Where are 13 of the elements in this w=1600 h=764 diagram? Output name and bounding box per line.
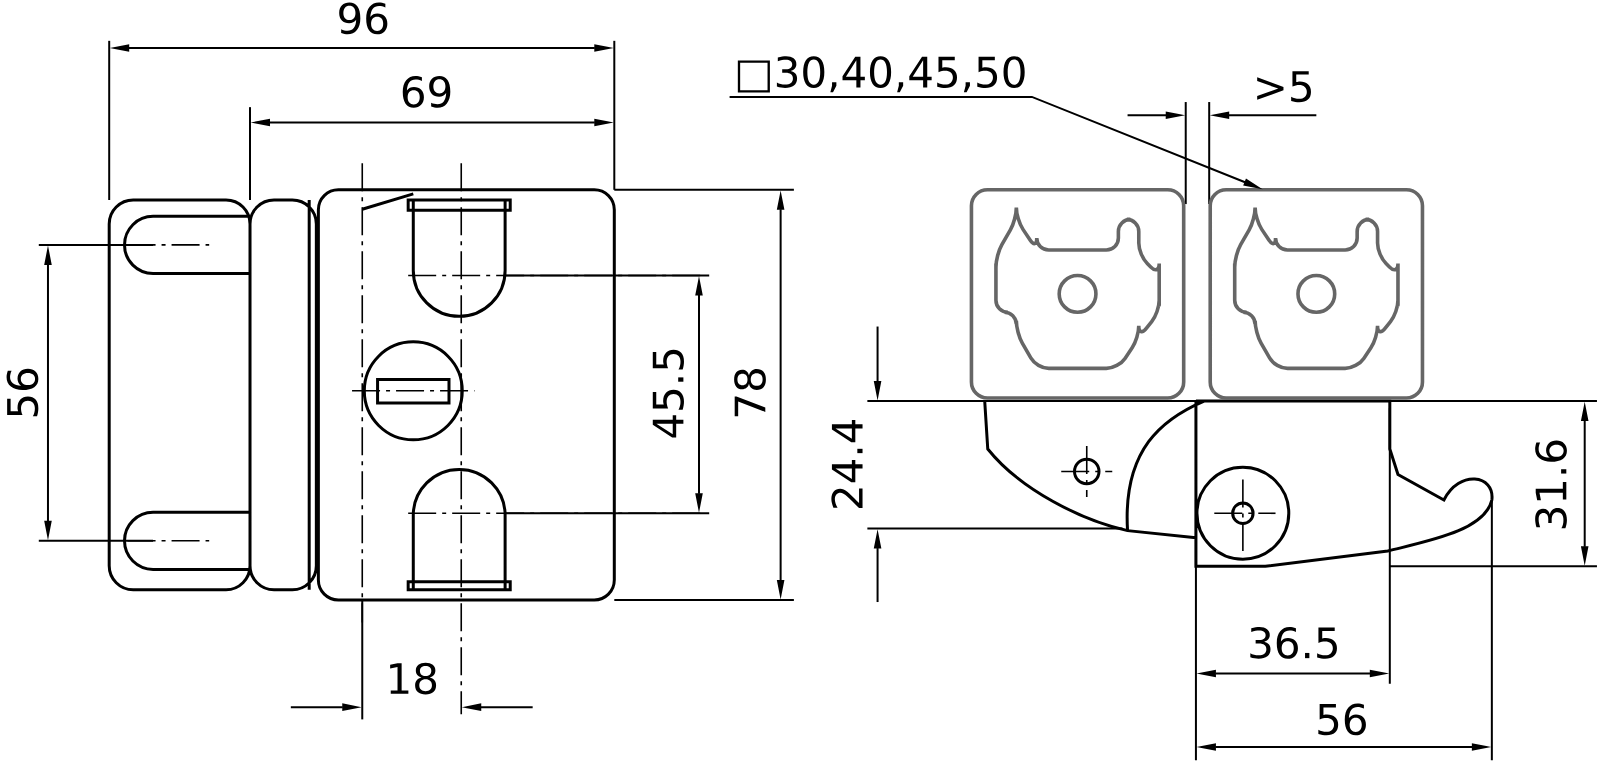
dimension-label: 69 xyxy=(402,75,451,108)
dimension-label: 78 xyxy=(734,368,766,416)
dimension-label: 24.4 xyxy=(831,419,863,508)
dimension-label: 31.6 xyxy=(1535,440,1567,529)
dimension-label: 18 xyxy=(390,662,437,695)
dimension-label: 45.5 xyxy=(652,349,684,438)
dimension-label: 56 xyxy=(1318,703,1366,736)
dimension-label: >5 xyxy=(1257,71,1311,103)
dimension-label: 56 xyxy=(6,368,39,417)
dimension-label: 36.5 xyxy=(1250,626,1337,659)
profile-drawing xyxy=(969,187,1425,400)
dimension-label: 96 xyxy=(339,2,388,35)
callout-text: □30,40,45,50 xyxy=(737,56,1025,93)
